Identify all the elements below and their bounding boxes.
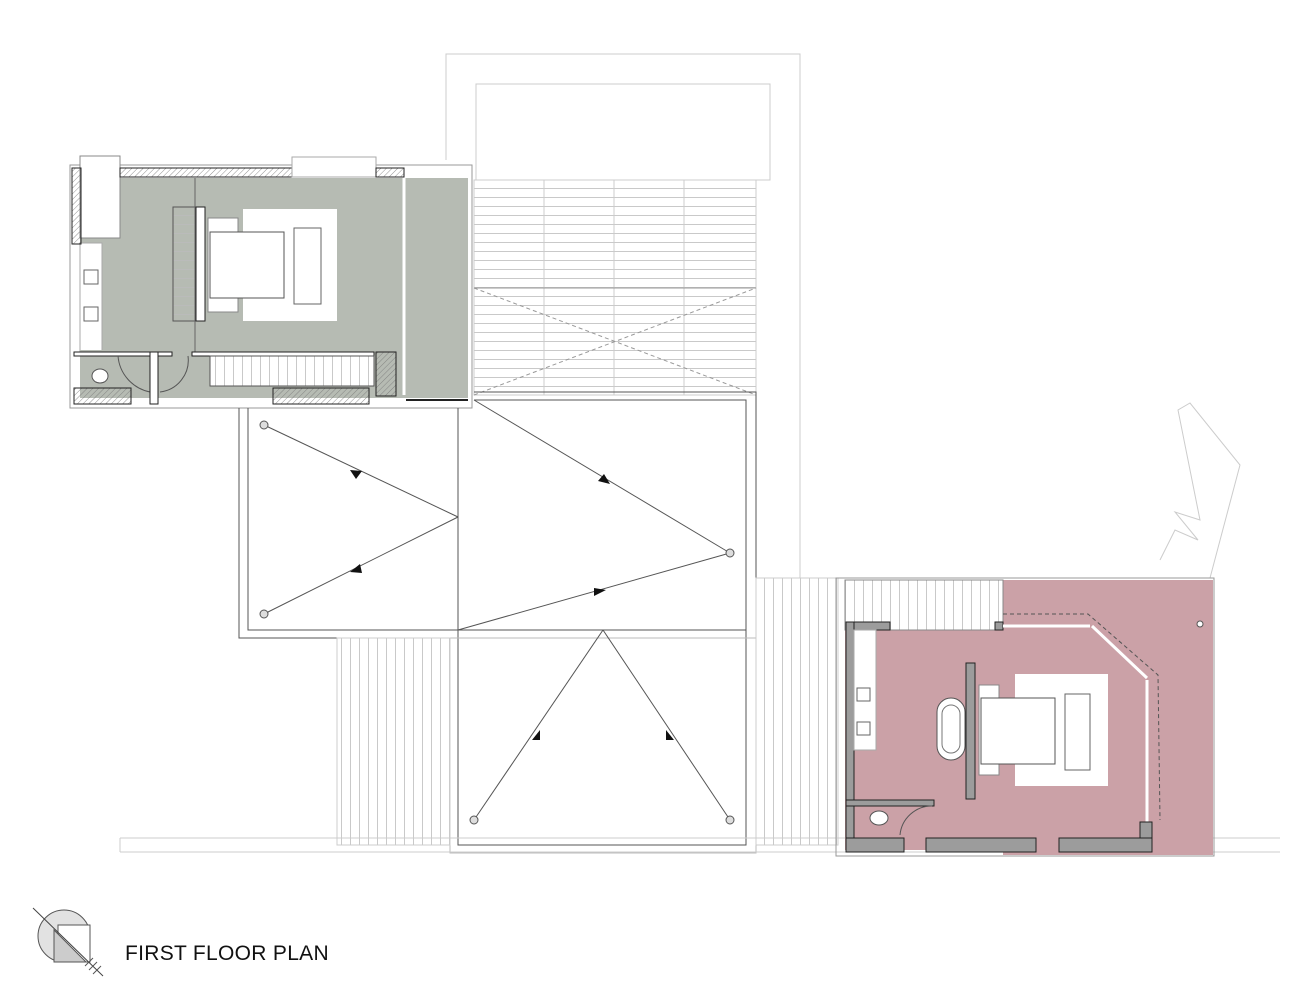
site-outline: [1159, 402, 1241, 579]
lower-middle-deck: [755, 577, 839, 846]
bathtub: [936, 697, 966, 761]
lower-left-deck: [336, 637, 451, 846]
sink: [83, 269, 99, 285]
bed: [209, 231, 285, 299]
window: [291, 156, 377, 178]
right-bedroom-suite: [835, 577, 1215, 857]
roof: [238, 391, 757, 854]
drawing-title: FIRST FLOOR PLAN: [125, 942, 329, 965]
sink: [83, 306, 99, 322]
sink: [856, 687, 871, 702]
roof-drains: [259, 420, 735, 825]
vanity: [79, 242, 103, 354]
toilet: [869, 810, 889, 826]
shower: [79, 155, 121, 239]
north-arrow-icon: [32, 907, 104, 977]
bench: [1064, 693, 1091, 771]
toilet: [91, 368, 109, 384]
fall-arrows: [350, 470, 674, 740]
left-bedroom-suite: [69, 155, 473, 409]
upper-deck: [473, 179, 757, 396]
sink: [856, 721, 871, 736]
bench: [293, 227, 322, 305]
bed: [980, 697, 1056, 765]
